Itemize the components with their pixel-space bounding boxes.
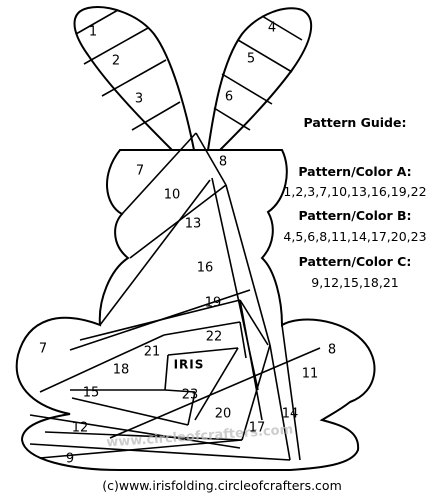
number-2: 2: [112, 54, 120, 69]
body-fold-lines: [29, 132, 321, 461]
number-11: 11: [302, 367, 319, 382]
pattern-numbers: 1 2 3 4 5 6 7 8 10 13 16 19 22 21 IRIS 1…: [39, 21, 336, 467]
number-22: 22: [206, 330, 223, 345]
number-3: 3: [135, 92, 143, 107]
number-7-left-ear: 7: [136, 164, 144, 179]
copyright-footer: (c)www.irisfolding.circleofcrafters.com: [102, 478, 342, 493]
number-7-left-foot: 7: [39, 342, 47, 357]
number-4: 4: [268, 21, 276, 36]
number-6: 6: [225, 90, 233, 105]
number-10: 10: [164, 188, 181, 203]
number-23: 23: [182, 388, 199, 403]
pattern-b-label: Pattern/Color B:: [298, 208, 412, 223]
number-1: 1: [89, 25, 97, 40]
number-5: 5: [247, 52, 255, 67]
number-8-right-foot: 8: [328, 343, 336, 358]
center-iris-label: IRIS: [174, 358, 205, 372]
ear-fold-lines: [75, 9, 303, 131]
number-19: 19: [205, 296, 222, 311]
pattern-a-values: 1,2,3,7,10,13,16,19,22: [283, 184, 427, 199]
pattern-b-values: 4,5,6,8,11,14,17,20,23: [283, 229, 427, 244]
pattern-guide-title: Pattern Guide:: [303, 115, 407, 130]
number-20: 20: [215, 407, 232, 422]
number-15: 15: [83, 386, 100, 401]
pattern-c-values: 9,12,15,18,21: [311, 275, 399, 290]
number-14: 14: [282, 407, 299, 422]
number-8-top: 8: [219, 155, 227, 170]
number-17: 17: [249, 421, 266, 436]
number-21: 21: [144, 345, 161, 360]
number-16: 16: [197, 261, 214, 276]
number-12: 12: [72, 421, 89, 436]
pattern-a-label: Pattern/Color A:: [298, 164, 412, 179]
pattern-c-label: Pattern/Color C:: [298, 254, 412, 269]
number-18: 18: [113, 363, 130, 378]
number-9: 9: [66, 452, 74, 467]
number-13: 13: [185, 217, 202, 232]
